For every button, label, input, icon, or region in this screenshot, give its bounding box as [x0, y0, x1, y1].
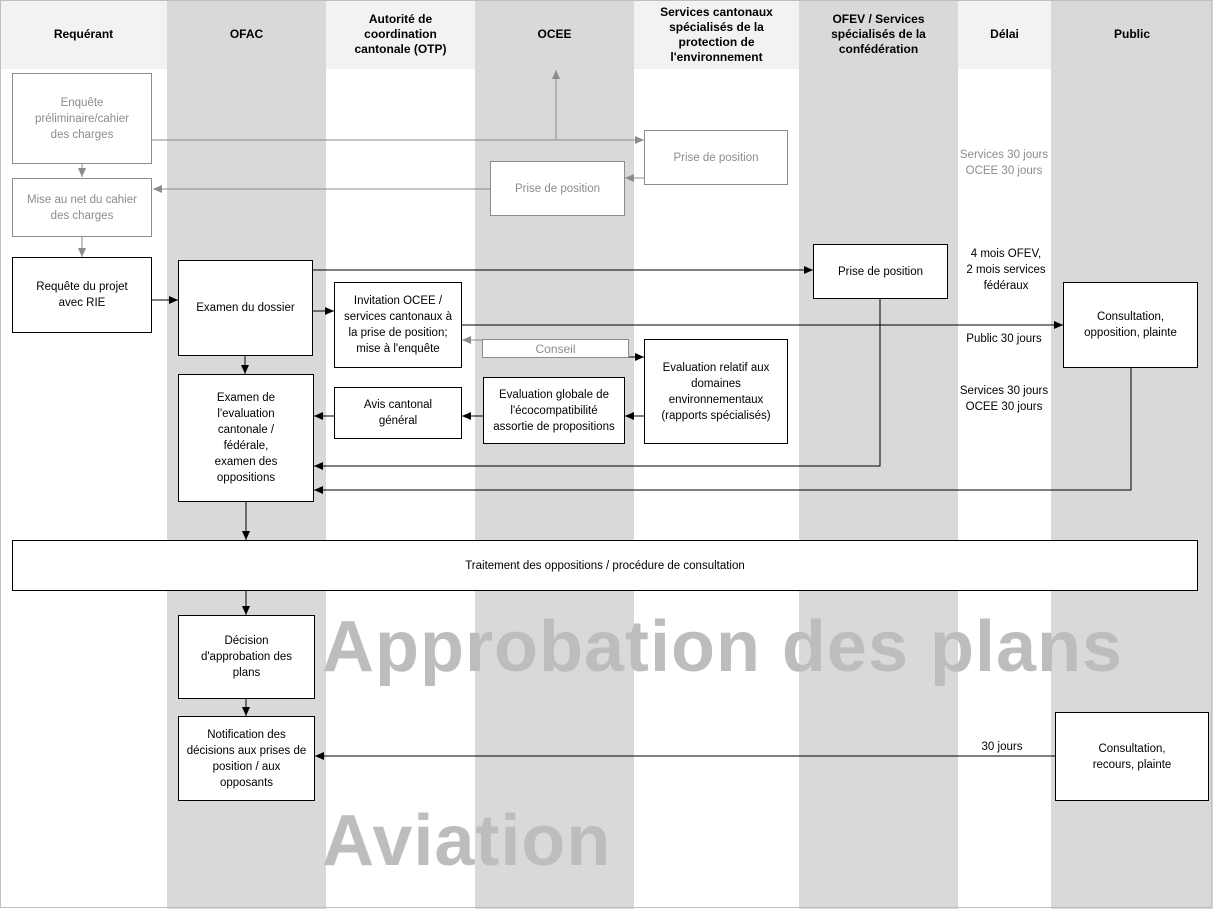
- box-examen-evaluation: Examen de l'evaluation cantonale / fédér…: [178, 374, 314, 502]
- header-ofac: OFAC: [167, 0, 326, 69]
- box-prise-position-services: Prise de position: [644, 130, 788, 185]
- box-consultation-recours: Consultation, recours, plainte: [1055, 712, 1209, 801]
- box-prise-position-ocee: Prise de position: [490, 161, 625, 216]
- lane-ofev: [799, 0, 958, 909]
- box-examen-dossier: Examen du dossier: [178, 260, 313, 356]
- header-otp: Autorité de coordination cantonale (OTP): [326, 0, 475, 69]
- box-invitation: Invitation OCEE / services cantonaux à l…: [334, 282, 462, 368]
- box-conseil: Conseil: [482, 339, 629, 358]
- arrow-conseil-to-evaluation: [627, 340, 644, 361]
- box-prise-position-ofev: Prise de position: [813, 244, 948, 299]
- delay-services-ocee-1: Services 30 jours OCEE 30 jours: [959, 149, 1049, 177]
- header-services-cantonaux: Services cantonaux spécialisés de la pro…: [634, 0, 799, 69]
- box-notification: Notification des décisions aux prises de…: [178, 716, 315, 801]
- box-consultation-public: Consultation, opposition, plainte: [1063, 282, 1198, 368]
- header-ocee: OCEE: [475, 0, 634, 69]
- watermark-approbation: Approbation des plans: [322, 607, 1124, 687]
- box-mise-au-net: Mise au net du cahier des charges: [12, 178, 152, 237]
- box-avis-cantonal: Avis cantonal général: [334, 387, 462, 439]
- box-traitement: Traitement des oppositions / procédure d…: [12, 540, 1198, 591]
- delay-services-ocee-2: Services 30 jours OCEE 30 jours: [959, 385, 1049, 413]
- box-decision: Décision d'approbation des plans: [178, 615, 315, 699]
- delay-30-jours: 30 jours: [981, 741, 1023, 753]
- delay-public-30: Public 30 jours: [966, 333, 1042, 345]
- box-requete: Requête du projet avec RIE: [12, 257, 152, 333]
- box-evaluation-relatif: Evaluation relatif aux domaines environn…: [644, 339, 788, 444]
- lane-ocee: [475, 0, 634, 909]
- delay-ofev-mois: 4 mois OFEV, 2 mois services fédéraux: [966, 248, 1046, 292]
- header-delai: Délai: [958, 0, 1051, 69]
- box-enquete: Enquête préliminaire/cahier des charges: [12, 73, 152, 164]
- header-public: Public: [1051, 0, 1213, 69]
- header-requerant: Requérant: [0, 0, 167, 69]
- arrow-ofev-to-examen-eval: [314, 299, 881, 470]
- box-evaluation-globale: Evaluation globale de l'écocompatibilité…: [483, 377, 625, 444]
- header-ofev: OFEV / Services spécialisés de la conféd…: [799, 0, 958, 69]
- arrow-public-to-examen-eval: [314, 368, 1132, 494]
- watermark-aviation: Aviation: [322, 801, 612, 881]
